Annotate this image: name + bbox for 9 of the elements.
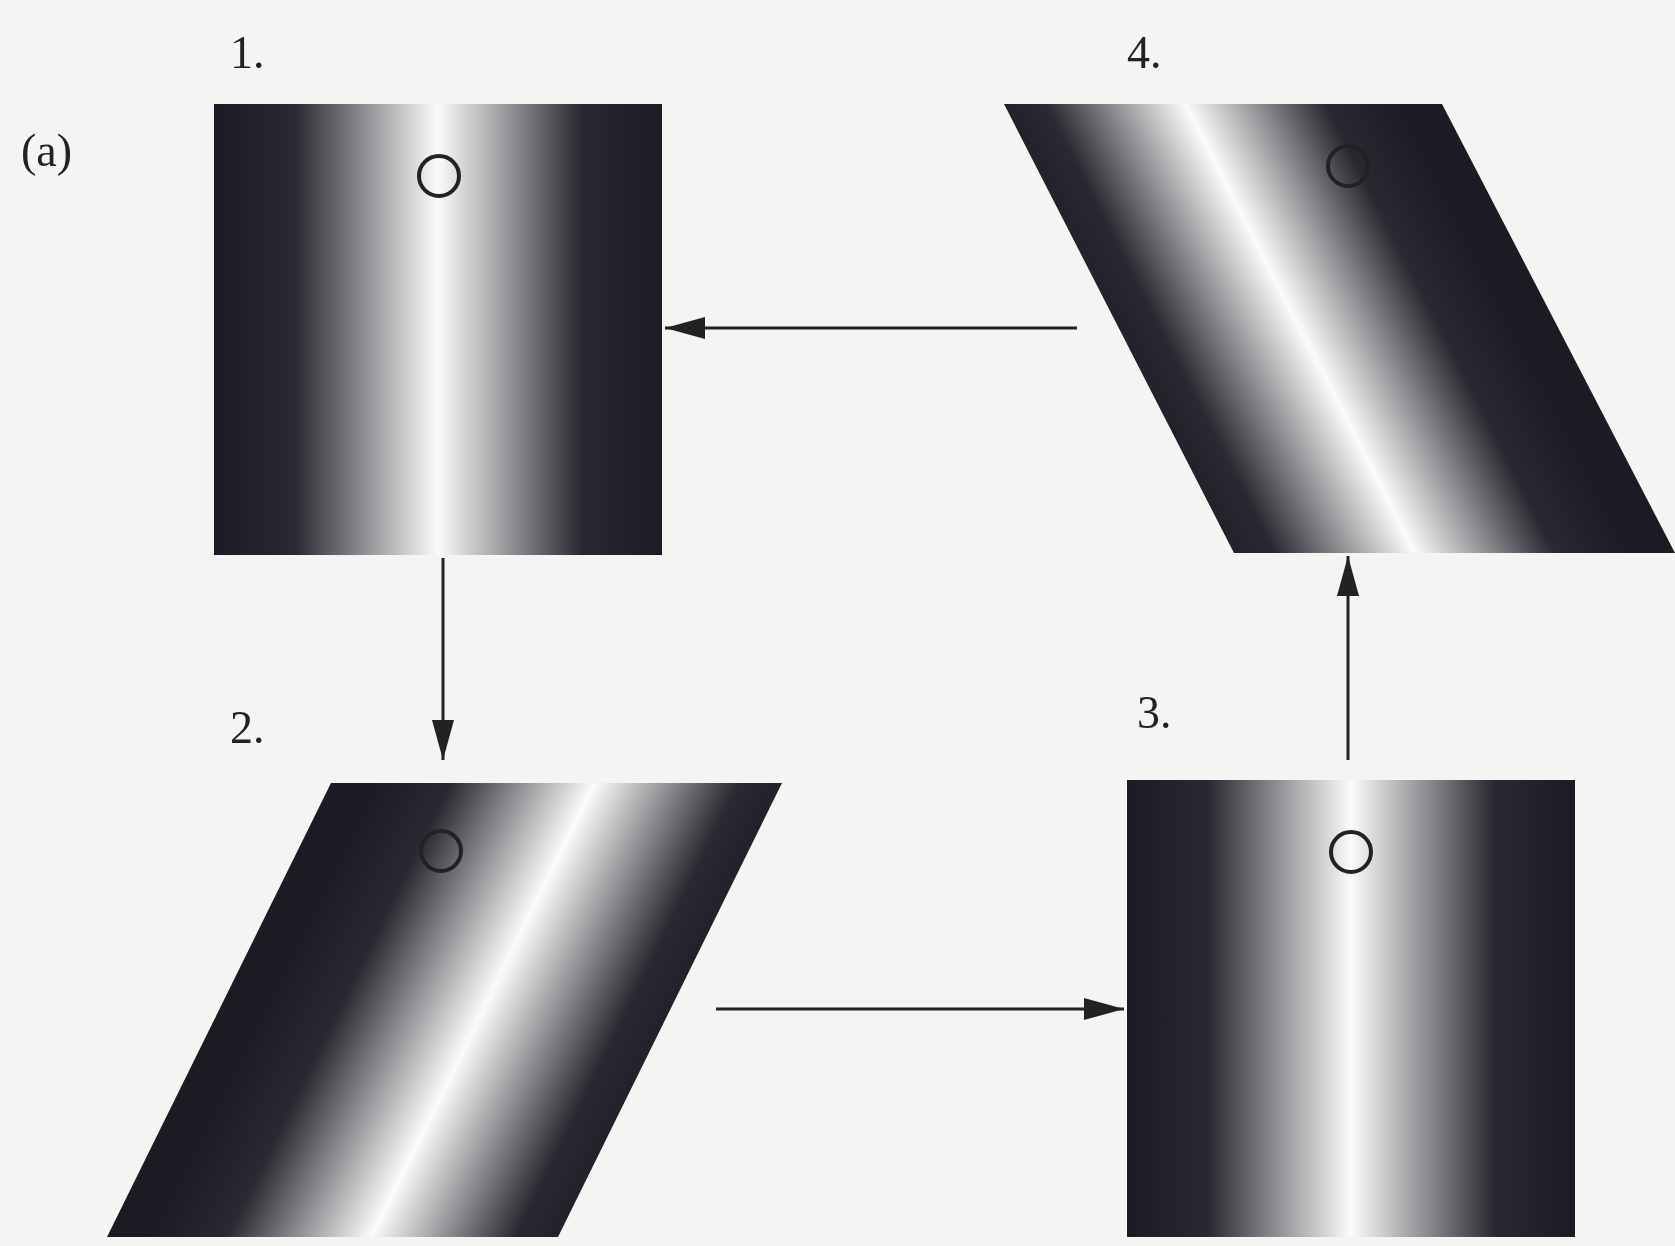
arrow — [432, 558, 454, 760]
panel-label: (a) — [21, 128, 73, 174]
step-number: 4. — [1127, 30, 1162, 76]
arrow — [665, 317, 1077, 339]
arrow — [716, 998, 1124, 1020]
step-number: 3. — [1137, 690, 1172, 736]
arrow — [1337, 556, 1359, 760]
step-number: 2. — [230, 705, 265, 751]
step-number: 1. — [230, 30, 265, 76]
